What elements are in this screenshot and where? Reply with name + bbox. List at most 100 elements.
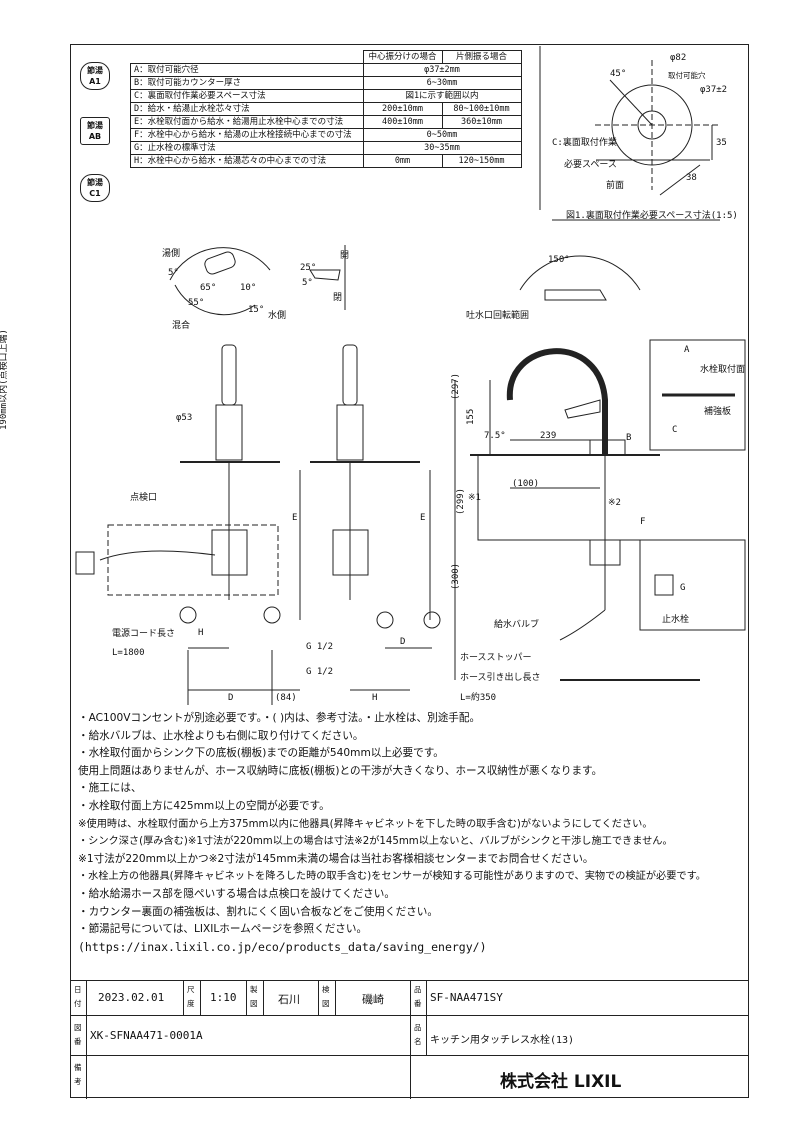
angle-10: 10° — [240, 283, 256, 293]
badge-top: 節湯 — [87, 178, 103, 187]
badge-bottom: A1 — [89, 77, 101, 86]
dim-E2-label: E — [420, 513, 425, 523]
spout-rotation-arc — [519, 255, 641, 291]
dim-D2-label: D — [400, 637, 405, 647]
dim-D-label: D — [228, 693, 233, 703]
faucet-front-body — [215, 404, 243, 461]
fig1-caption: 図1.裏面取付作業必要スペース寸法(1:5) — [566, 209, 738, 221]
handle-open-label: 開 — [340, 250, 349, 261]
remarks-label: 備考 — [74, 1063, 82, 1086]
side-faucet-lever — [564, 399, 601, 419]
fig1-dim-phi: φ37±2 — [700, 85, 727, 95]
product-no-value: SF-NAA471SY — [430, 991, 503, 1004]
dim-297-label: (297) — [451, 373, 461, 400]
scale-label: 尺度 — [187, 985, 195, 1008]
note-line: ・節湯記号については、LIXILホームページを参照ください。 — [78, 923, 368, 936]
date-label: 日付 — [74, 985, 82, 1008]
tb-col-divider-2 — [200, 981, 201, 1015]
side-valve — [589, 539, 621, 566]
drawing-sheet — [70, 44, 749, 1098]
drawing-no-label: 図番 — [74, 1023, 82, 1046]
product-name-label: 品名 — [414, 1023, 422, 1046]
star2-label: ※2 — [608, 498, 621, 508]
angle-5b: 5° — [302, 278, 313, 288]
dim-G-label: G — [680, 583, 685, 593]
drawn-value: 石川 — [278, 993, 300, 1006]
inspection-label: 点検口 — [130, 491, 157, 503]
dim-299-label: (299) — [456, 488, 466, 515]
spec-value-side: 120~150mm — [441, 154, 522, 168]
tb-col-divider-5 — [318, 981, 319, 1015]
g12-label-a: G 1/2 — [306, 642, 333, 652]
product-name-value: キッチン用タッチレス水栓(13) — [430, 1035, 575, 1046]
product-no-label: 品番 — [414, 985, 422, 1008]
note-line: ・水栓上方の他器具(昇降キャビネットを降ろした時の取手含む)をセンサーが検知する… — [78, 871, 706, 883]
dim-B-label: B — [626, 433, 631, 443]
stop-valve-left — [179, 606, 197, 624]
angle-line — [609, 79, 653, 126]
spec-row: C：裏面取付作業必要スペース寸法図1に示す範囲以内 — [130, 89, 522, 103]
badge-bottom: AB — [88, 132, 102, 141]
note-line: ※使用時は、水栓取付面から上方375mm以内に他器具(昇降キャビネットを下した時… — [78, 818, 653, 830]
hose-stopper-label: ホースストッパー — [460, 652, 532, 663]
dim-C-label: C — [672, 425, 677, 435]
company-logo: 株式会社 LIXIL — [500, 1072, 622, 1092]
tb-col-divider-3 — [246, 981, 247, 1015]
scale-value: 1:10 — [210, 991, 237, 1004]
tb-col-divider-1 — [183, 981, 184, 1015]
note-line: ・水栓取付面からシンク下の底板(棚板)までの距離が540mm以上必要です。 — [78, 747, 444, 760]
note-line: 使用上問題はありませんが、ホース収納時に底板(棚板)との干渉が大きくなり、ホース… — [78, 764, 603, 777]
dim-H2-label: H — [372, 693, 377, 703]
dim-300-label: (300) — [451, 563, 461, 590]
note-line: ・給水バルブは、止水栓よりも右側に取り付けてください。 — [78, 729, 364, 742]
handle-close-label: 閉 — [333, 292, 342, 303]
spout-top-view — [544, 289, 607, 301]
vertical-note: 190mm以内(点検口上端) — [0, 329, 9, 430]
technical-drawing: C:裏面取付作業 必要スペース 前面 取付可能穴 φ37±2 φ82 45° 3… — [0, 46, 746, 705]
angle-25: 25° — [300, 263, 316, 273]
tb-row-divider-1 — [70, 1015, 749, 1016]
handle-arc — [169, 247, 271, 281]
tb-col-divider-0 — [86, 981, 87, 1099]
faucet-side-valve — [332, 529, 369, 576]
detail-box-mount — [649, 339, 746, 451]
spout-rotation-angle: 150° — [548, 255, 570, 265]
tb-col-divider-8 — [426, 981, 427, 1055]
spout-rotation-label: 吐水口回転範囲 — [466, 309, 529, 321]
angle-65: 65° — [200, 283, 216, 293]
power-len-label: L=1800 — [112, 648, 145, 658]
spec-header-row: 中心振分けの場合 片側振る場合 — [131, 50, 522, 64]
stop-valve-2-left — [376, 611, 394, 629]
drawn-label: 製図 — [250, 985, 258, 1008]
water-saving-badge-c1: 節湯 C1 — [80, 174, 110, 202]
faucet-front-spout — [221, 344, 237, 406]
detail-box-stopvalve — [639, 539, 746, 631]
dim-155-label: 155 — [466, 409, 476, 425]
supply-hose — [559, 609, 606, 641]
lever-side-shape — [309, 269, 341, 281]
star1-label: ※1 — [468, 493, 481, 503]
handle-mix-label: 混合 — [172, 319, 190, 331]
fig1-dim-45: 45° — [610, 69, 626, 79]
fig1-label-space: C:裏面取付作業 — [552, 136, 617, 148]
supply-valve-label: 給水バルブ — [494, 618, 539, 630]
tb-row-divider-2 — [70, 1055, 749, 1056]
dim-H-label: H — [198, 628, 203, 638]
phi53-label: φ53 — [176, 413, 192, 423]
note-line: ・給水給湯ホース部を隠ぺいする場合は点検口を設けてください。 — [78, 887, 395, 900]
hose-len-label: ホース引き出し長さ — [460, 671, 541, 683]
hose-value-label: L=約350 — [460, 691, 496, 703]
faucet-side-spout — [342, 344, 358, 406]
title-block: 日付 2023.02.01 尺度 1:10 製図 石川 検図 磯崎 品番 SF-… — [70, 980, 749, 1099]
g12-label-b: G 1/2 — [306, 667, 333, 677]
water-saving-badge-ab: 節湯 AB — [80, 117, 110, 145]
detail-stopvalve — [654, 574, 674, 596]
dim-E-label: E — [292, 513, 297, 523]
fig1-dim-38: 38 — [686, 173, 697, 183]
checked-label: 検図 — [322, 985, 330, 1008]
power-cord — [99, 550, 216, 561]
faucet-side-body — [336, 404, 364, 461]
dim-75-label: 7.5° — [484, 431, 506, 441]
